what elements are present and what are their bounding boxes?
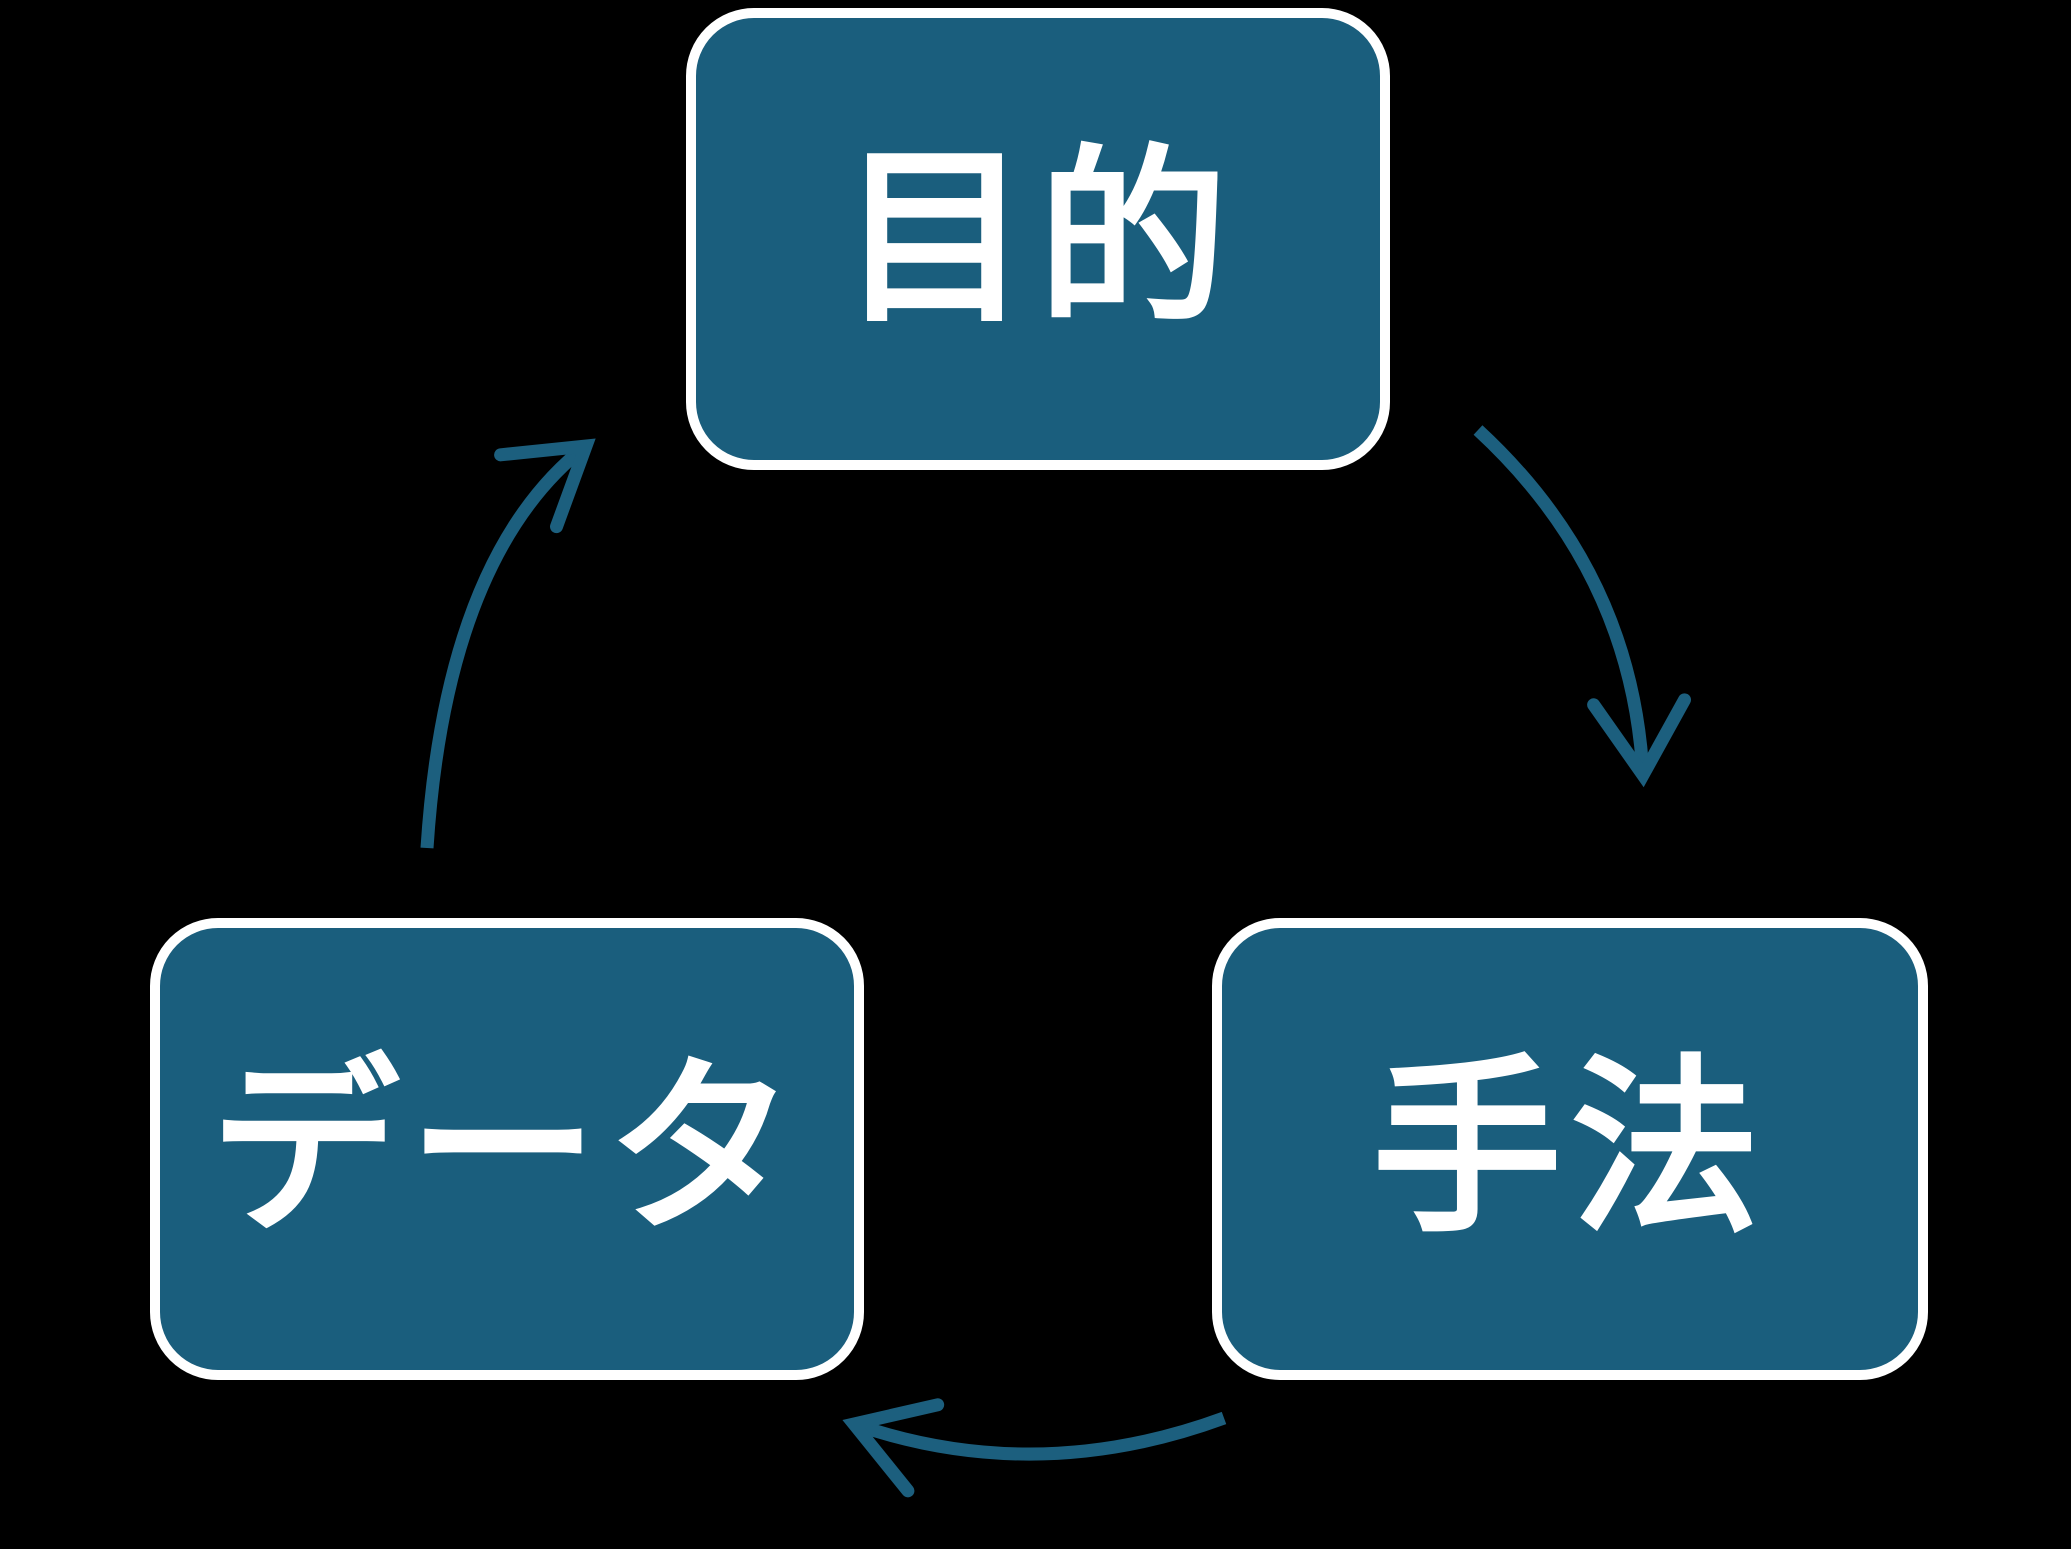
node-data-label: データ: [209, 1038, 804, 1259]
node-method-label: 手法: [1371, 1038, 1768, 1259]
node-data: データ: [150, 918, 864, 1380]
node-method: 手法: [1212, 918, 1928, 1380]
arrow-method-to-data: [842, 1398, 1227, 1498]
arrow-purpose-to-method: [1473, 425, 1691, 788]
node-purpose-label: 目的: [839, 128, 1236, 349]
arrow-data-to-purpose: [420, 438, 596, 849]
node-purpose: 目的: [686, 8, 1390, 470]
